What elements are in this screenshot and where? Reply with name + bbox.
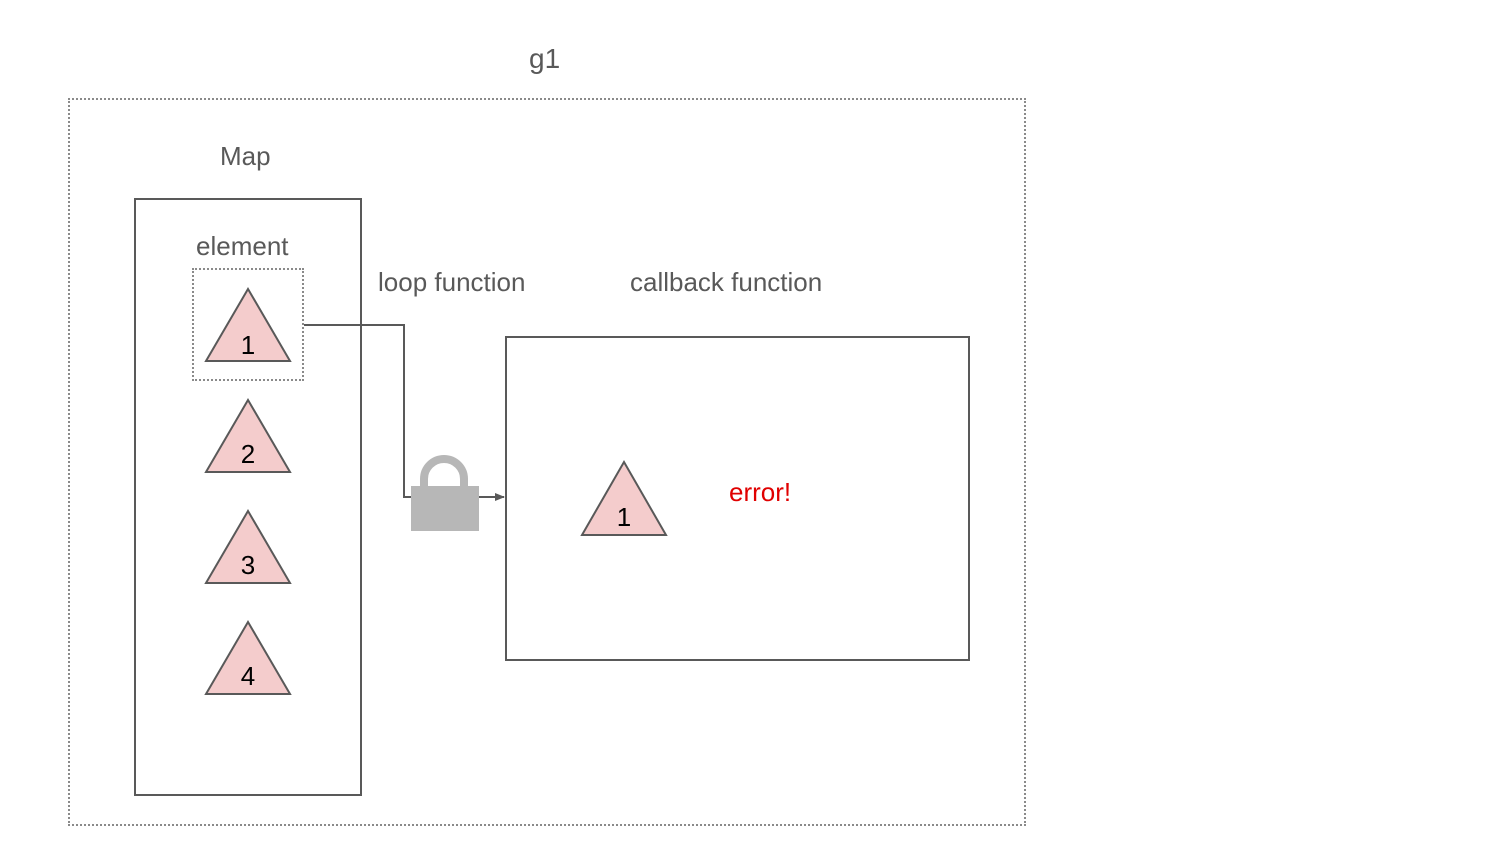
error-text: error! <box>729 477 792 507</box>
element-highlight-box <box>192 268 304 381</box>
callback-triangle: 1 <box>580 459 668 536</box>
map-triangle-3: 3 <box>204 509 292 584</box>
callback-function-label: callback function <box>630 267 823 297</box>
callback-triangle-number: 1 <box>617 502 631 532</box>
map-triangle-number: 1 <box>241 330 255 360</box>
map-triangle-number: 2 <box>241 439 255 469</box>
map-label: Map <box>220 141 271 171</box>
group-g1-label: g1 <box>529 43 561 74</box>
map-triangle-2: 2 <box>204 398 292 473</box>
group-g1-box <box>68 98 1026 826</box>
map-triangle-number: 3 <box>241 550 255 580</box>
loop-function-label: loop function <box>378 267 526 297</box>
element-label: element <box>196 231 289 261</box>
map-triangle-number: 4 <box>241 661 255 691</box>
map-triangle-4: 4 <box>204 620 292 695</box>
map-triangle-1: 1 <box>204 287 292 362</box>
callback-box <box>505 336 970 661</box>
